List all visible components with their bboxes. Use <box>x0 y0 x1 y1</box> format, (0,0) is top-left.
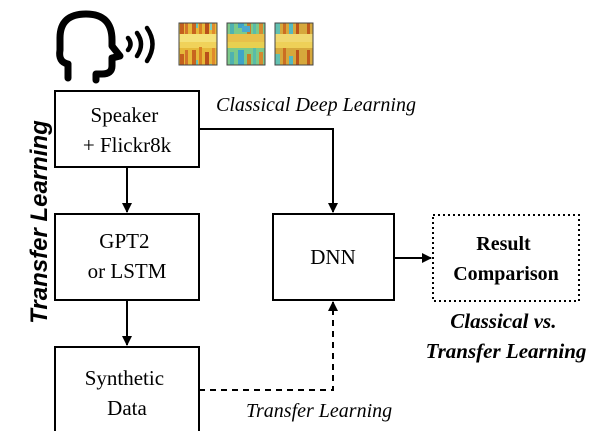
synthetic-box-line2: Data <box>107 396 147 420</box>
classical-edge-label: Classical Deep Learning <box>216 94 416 116</box>
arrow-synthetic-to-dnn <box>199 301 338 391</box>
speaker-box-line1: Speaker <box>91 103 159 127</box>
gpt2-box-line1: GPT2 <box>99 229 149 253</box>
spectrogram-icon <box>178 22 218 66</box>
dnn-box-label: DNN <box>310 245 356 269</box>
gpt2-lstm-box <box>54 213 200 301</box>
gpt2-box-line2: or LSTM <box>88 259 167 283</box>
caption-line1: Classical vs. <box>450 309 556 333</box>
synthetic-box-line1: Synthetic <box>85 366 164 390</box>
svg-text:Classical vs. Transfer Lea: Classical vs. Transfer Learning <box>426 309 587 363</box>
synthetic-data-box <box>54 346 200 431</box>
svg-text:Result Comparison: Result Comparison <box>453 233 559 285</box>
side-label: Transfer Learning <box>26 120 53 324</box>
result-box-line1: Result <box>476 233 531 255</box>
svg-text:Synthetic Data: Synthetic Data <box>85 366 170 420</box>
spectrogram-icon <box>226 22 266 66</box>
spectrogram-icon <box>274 22 314 66</box>
speaking-head-icon <box>56 10 124 84</box>
speaker-box-line2: + Flickr8k <box>83 133 172 157</box>
result-box-line2: Comparison <box>453 263 559 285</box>
result-comparison-box <box>432 214 580 302</box>
transfer-edge-label: Transfer Learning <box>246 400 392 422</box>
svg-text:Speaker + Flickr8k: Speaker + Flickr8k <box>83 103 172 157</box>
arrow-speaker-to-dnn <box>199 128 338 213</box>
svg-text:GPT2 or LSTM: GPT2 or LSTM <box>88 229 167 283</box>
caption-line2: Transfer Learning <box>426 339 587 363</box>
sound-waves-icon <box>125 25 155 64</box>
speaker-flickr8k-box <box>54 90 200 168</box>
dnn-box <box>272 213 395 301</box>
